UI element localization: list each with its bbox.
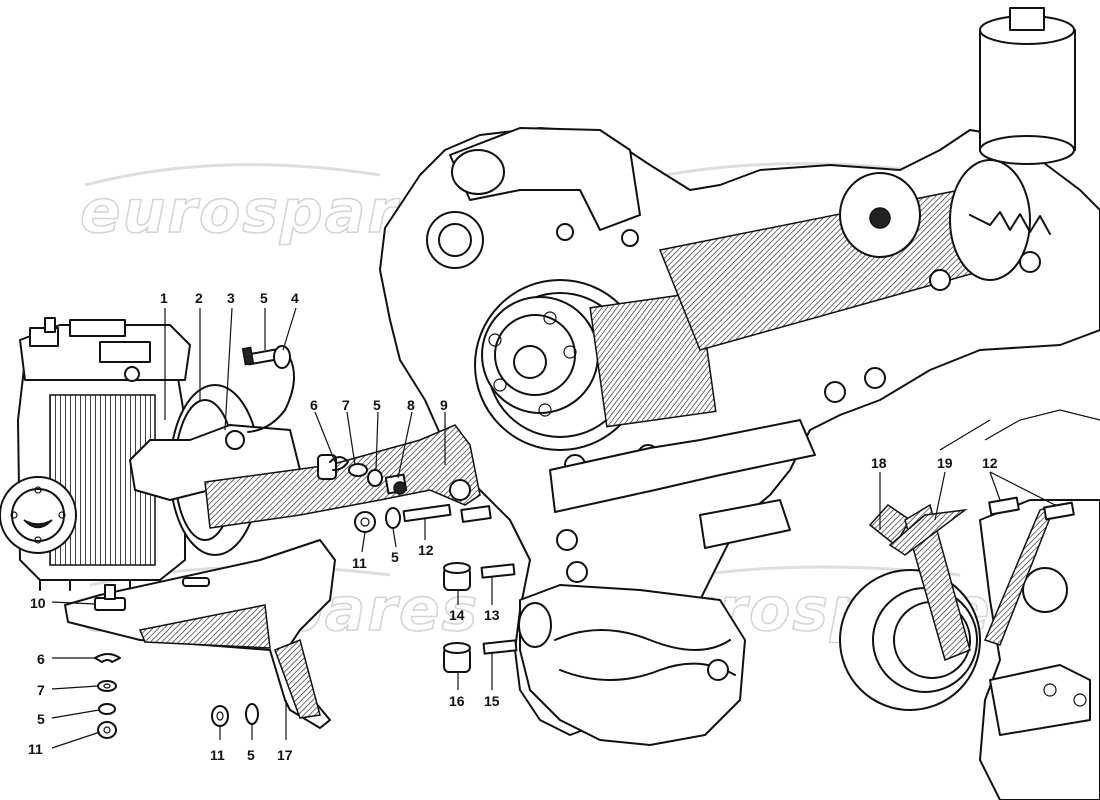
callout-5: 5	[391, 549, 399, 565]
washer-4	[247, 345, 295, 433]
nut-11-mid	[354, 511, 376, 533]
callout-12: 12	[982, 455, 998, 471]
service-valve-1	[29, 317, 59, 347]
oil-filter-canister	[979, 7, 1076, 165]
washer-5-upper	[367, 469, 383, 487]
stud-15	[482, 639, 518, 655]
nut-11-bottom	[211, 705, 229, 727]
compressor-end-flange	[0, 476, 77, 554]
washer-5-lower	[98, 703, 116, 715]
circlip-6-upper	[329, 456, 349, 471]
callout-3: 3	[227, 290, 235, 306]
engine-bolts	[556, 223, 1041, 583]
support-bracket-17	[64, 539, 336, 729]
callout-19: 19	[937, 455, 953, 471]
adjuster-screw-10	[94, 584, 126, 611]
drive-cylinder	[658, 159, 1031, 351]
stud-right-12	[988, 496, 1075, 521]
callout-18: 18	[871, 455, 887, 471]
water-outlet-pipe	[426, 127, 641, 269]
engine-assembly-drawing	[379, 7, 1100, 746]
leader-lines	[51, 307, 1056, 749]
callout-labels: 1 2 3 5 4 6 7 5 8 9 11 5 12 14 13 16 15 …	[28, 290, 998, 763]
callout-14: 14	[449, 607, 465, 623]
nut-11-lower	[97, 721, 117, 739]
nut-8-upper	[384, 473, 408, 495]
callout-5: 5	[373, 397, 381, 413]
washer-7-upper	[348, 463, 368, 477]
callout-6: 6	[37, 651, 45, 667]
drive-belt-v3	[888, 508, 968, 556]
service-valve-2	[69, 319, 151, 363]
spacer-14	[443, 562, 471, 591]
callout-1: 1	[160, 290, 168, 306]
callout-11: 11	[210, 747, 225, 763]
callout-5: 5	[260, 290, 268, 306]
circlip-6-lower	[94, 653, 121, 663]
callout-8: 8	[407, 397, 415, 413]
callout-10: 10	[30, 595, 46, 611]
alternator	[481, 291, 717, 428]
callout-7: 7	[37, 682, 45, 698]
spacer-16	[443, 642, 471, 673]
callout-11: 11	[352, 555, 367, 571]
callout-7: 7	[342, 397, 350, 413]
callout-5: 5	[37, 711, 45, 727]
lower-pump-housing	[518, 584, 746, 746]
washer-7-lower	[97, 680, 117, 692]
callout-17: 17	[277, 747, 293, 763]
mounting-arm-bracket	[129, 424, 301, 501]
bolt-5-top	[241, 346, 278, 366]
callout-12: 12	[418, 542, 434, 558]
stud-13	[480, 563, 516, 579]
washer-5-bottom	[245, 703, 259, 725]
belt-pulley-detail	[839, 409, 1100, 800]
callout-15: 15	[484, 693, 500, 709]
callout-4: 4	[291, 290, 299, 306]
stud-12-mid	[402, 503, 492, 523]
washer-5-mid	[385, 507, 401, 529]
callout-9: 9	[440, 397, 448, 413]
callout-13: 13	[484, 607, 500, 623]
callout-2: 2	[195, 290, 203, 306]
callout-16: 16	[449, 693, 465, 709]
callout-5: 5	[247, 747, 255, 763]
callout-6: 6	[310, 397, 318, 413]
ac-compressor	[0, 317, 301, 591]
callout-11: 11	[28, 741, 43, 757]
